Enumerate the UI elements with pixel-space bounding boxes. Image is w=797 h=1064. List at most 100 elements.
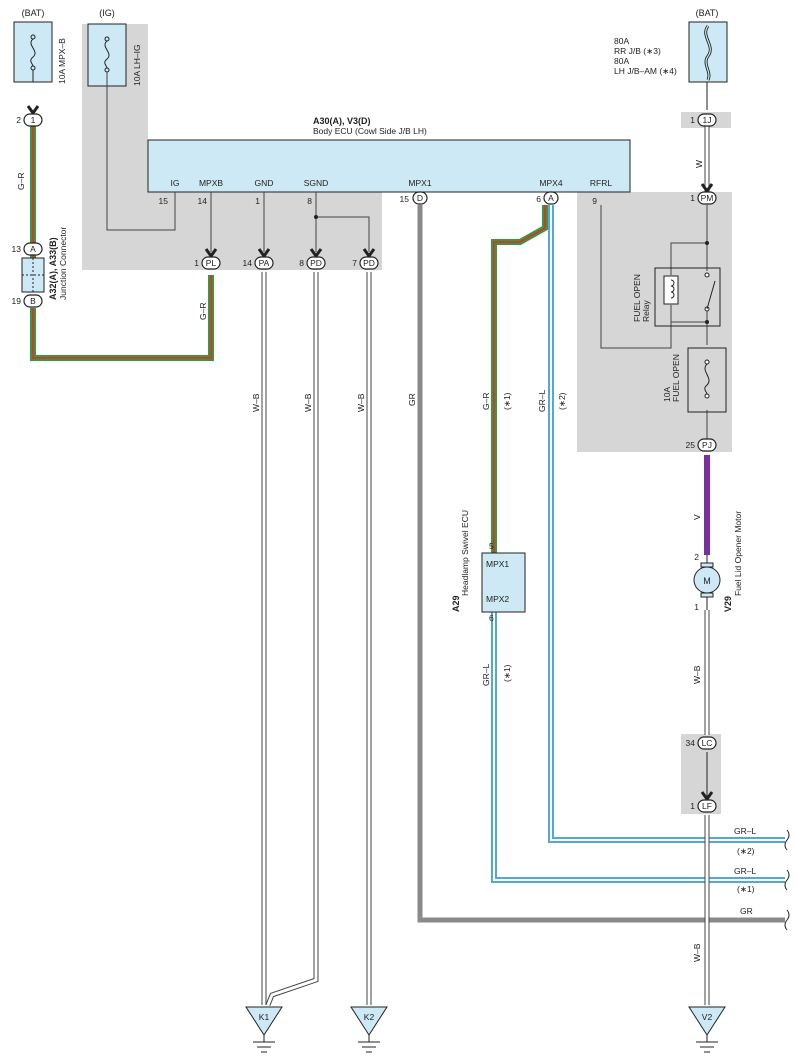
- wire-label-grl-swivel-note: (∗1): [502, 664, 512, 682]
- connector-junction-a-pin-number: 13: [12, 244, 22, 254]
- fuse-80a-line3: 80A: [614, 56, 629, 66]
- wire-label-wb-bottom: W–B: [692, 943, 702, 962]
- wire-label-gr-green: G–R: [481, 393, 491, 410]
- connector-pa-pin-number: 14: [243, 258, 253, 268]
- relay-sub: Relay: [641, 300, 651, 322]
- pin-num-rfrl: 9: [592, 196, 597, 206]
- connector-pd-7-pin-number: 7: [352, 258, 357, 268]
- fuse-fuel-open-line1: 10A: [662, 387, 672, 402]
- motor-symbol: M: [703, 576, 711, 586]
- connector-1j: 1J 1: [690, 113, 717, 127]
- wire-gr-swivel: [491, 205, 548, 553]
- swivel-pin2: MPX2: [486, 594, 509, 604]
- wire-label-grl-swivel: GR–L: [481, 664, 491, 686]
- junction-connector-box: [21, 257, 45, 293]
- connector-pm: PM 1: [690, 183, 717, 205]
- ecu-pin-connector-a-label: A: [548, 193, 554, 203]
- ground-k1: [245, 1006, 283, 1053]
- pin-num-gnd: 1: [255, 196, 260, 206]
- swivel-pin1: MPX1: [486, 559, 509, 569]
- shade-ecu-base: [82, 192, 382, 270]
- ig-label: (IG): [99, 8, 115, 18]
- wire-label-wb3: W–B: [356, 393, 366, 412]
- connector-lc-label: LC: [702, 738, 713, 748]
- fuse-mpx-b: [13, 21, 53, 83]
- connector-lf-label: LF: [702, 801, 712, 811]
- fuse-80a-line4: LH J/B–AM (∗4): [614, 66, 677, 76]
- connector-pm-pin-number: 1: [690, 193, 695, 203]
- wire-grl-swivel: [491, 612, 785, 883]
- pin-mpx4: MPX4: [539, 178, 562, 188]
- wire-label-wb1: W–B: [251, 393, 261, 412]
- pin-sgnd: SGND: [304, 178, 329, 188]
- pin-mpxb: MPXB: [199, 178, 223, 188]
- pin-num-sgnd: 8: [307, 196, 312, 206]
- wire-label-grl-mpx4-note: (∗2): [557, 392, 567, 410]
- wire-label-gr-left: G–R: [16, 173, 26, 190]
- connector-pj-label: PJ: [702, 440, 712, 450]
- fuse-80a: [688, 21, 728, 83]
- ground-k1-label: K1: [259, 1012, 270, 1022]
- swivel-pin2-num: 6: [489, 613, 494, 623]
- connector-pl-label: PL: [206, 258, 217, 268]
- pin-mpx1: MPX1: [408, 178, 431, 188]
- wire-label-gr-green-note: (∗1): [502, 392, 512, 410]
- junction-name: Junction Connector: [58, 227, 68, 300]
- swivel-pin1-num: 5: [489, 541, 494, 551]
- motor-code: V29: [723, 596, 733, 612]
- wire-label-right-grl1: GR–L: [734, 826, 756, 836]
- wire-label-w-top: W: [694, 160, 704, 168]
- pin-gnd: GND: [255, 178, 274, 188]
- fuse-fuel-open-line2: FUEL OPEN: [671, 354, 681, 402]
- connector-pd-8-label: PD: [310, 258, 322, 268]
- motor-name: Fuel Lid Opener Motor: [733, 511, 743, 596]
- ecu-name: Body ECU (Cowl Side J/B LH): [313, 126, 427, 136]
- ecu-code: A30(A), V3(D): [313, 116, 371, 126]
- connector-junction-b-pin-number: 19: [12, 296, 22, 306]
- wire-label-gr-left2: G–R: [198, 303, 208, 320]
- connector-pl-pin-number: 1: [194, 258, 199, 268]
- bat-right-label: (BAT): [696, 8, 719, 18]
- connector-pd-7-label: PD: [363, 258, 375, 268]
- fuel-open-relay: [654, 267, 721, 327]
- connector-junction-b-label: B: [30, 296, 36, 306]
- wire-gr-left: [30, 126, 214, 361]
- connector-pa-label: PA: [259, 258, 270, 268]
- connector-pd-8: PD 8: [299, 248, 326, 270]
- pin-rfrl: RFRL: [590, 178, 612, 188]
- connector-junction-a: A13: [12, 242, 43, 256]
- connector-pd-7: PD 7: [352, 248, 379, 270]
- connector-pd-8-pin-number: 8: [299, 258, 304, 268]
- wire-label-grl-mpx4: GR–L: [537, 390, 547, 412]
- junction-code: A32(A), A33(B): [48, 237, 58, 300]
- connector-1j-pin-number: 1: [690, 115, 695, 125]
- connector-1: 12: [16, 105, 43, 127]
- wire-label-right-note1: (∗2): [737, 846, 755, 856]
- motor-pin-bottom: 1: [694, 602, 699, 612]
- pin-num-mpx1: 15: [400, 194, 410, 204]
- wire-label-right-note2: (∗1): [737, 884, 755, 894]
- fuse-fuel-open: [687, 347, 727, 413]
- wire-label-wb-motor: W–B: [692, 665, 702, 684]
- pin-num-ig: 15: [159, 196, 169, 206]
- wire-gr-gray: [417, 205, 785, 923]
- pin-num-mpxb: 14: [198, 196, 208, 206]
- wire-label-v: V: [692, 514, 702, 520]
- fuel-lid-motor: [693, 562, 721, 598]
- ground-k2: [350, 1006, 388, 1053]
- ecu-pin-connector-a: A: [543, 191, 559, 205]
- wire-label-gr-gray: GR: [407, 393, 417, 406]
- connector-pm-label: PM: [701, 193, 714, 203]
- connector-pa: PA 14: [243, 248, 274, 270]
- connector-1-pin-number: 2: [16, 115, 21, 125]
- body-ecu-box: [147, 139, 631, 193]
- fuse-mpx-b-label: 10A MPX–B: [57, 38, 67, 84]
- fuse-lh-ig-label: 10A LH–IG: [132, 44, 142, 86]
- wire-end-marks: [784, 829, 790, 931]
- wire-relay: [600, 205, 708, 349]
- swivel-ecu-box: [481, 552, 526, 613]
- connector-1j-label: 1J: [703, 115, 712, 125]
- pin-ig: IG: [171, 178, 180, 188]
